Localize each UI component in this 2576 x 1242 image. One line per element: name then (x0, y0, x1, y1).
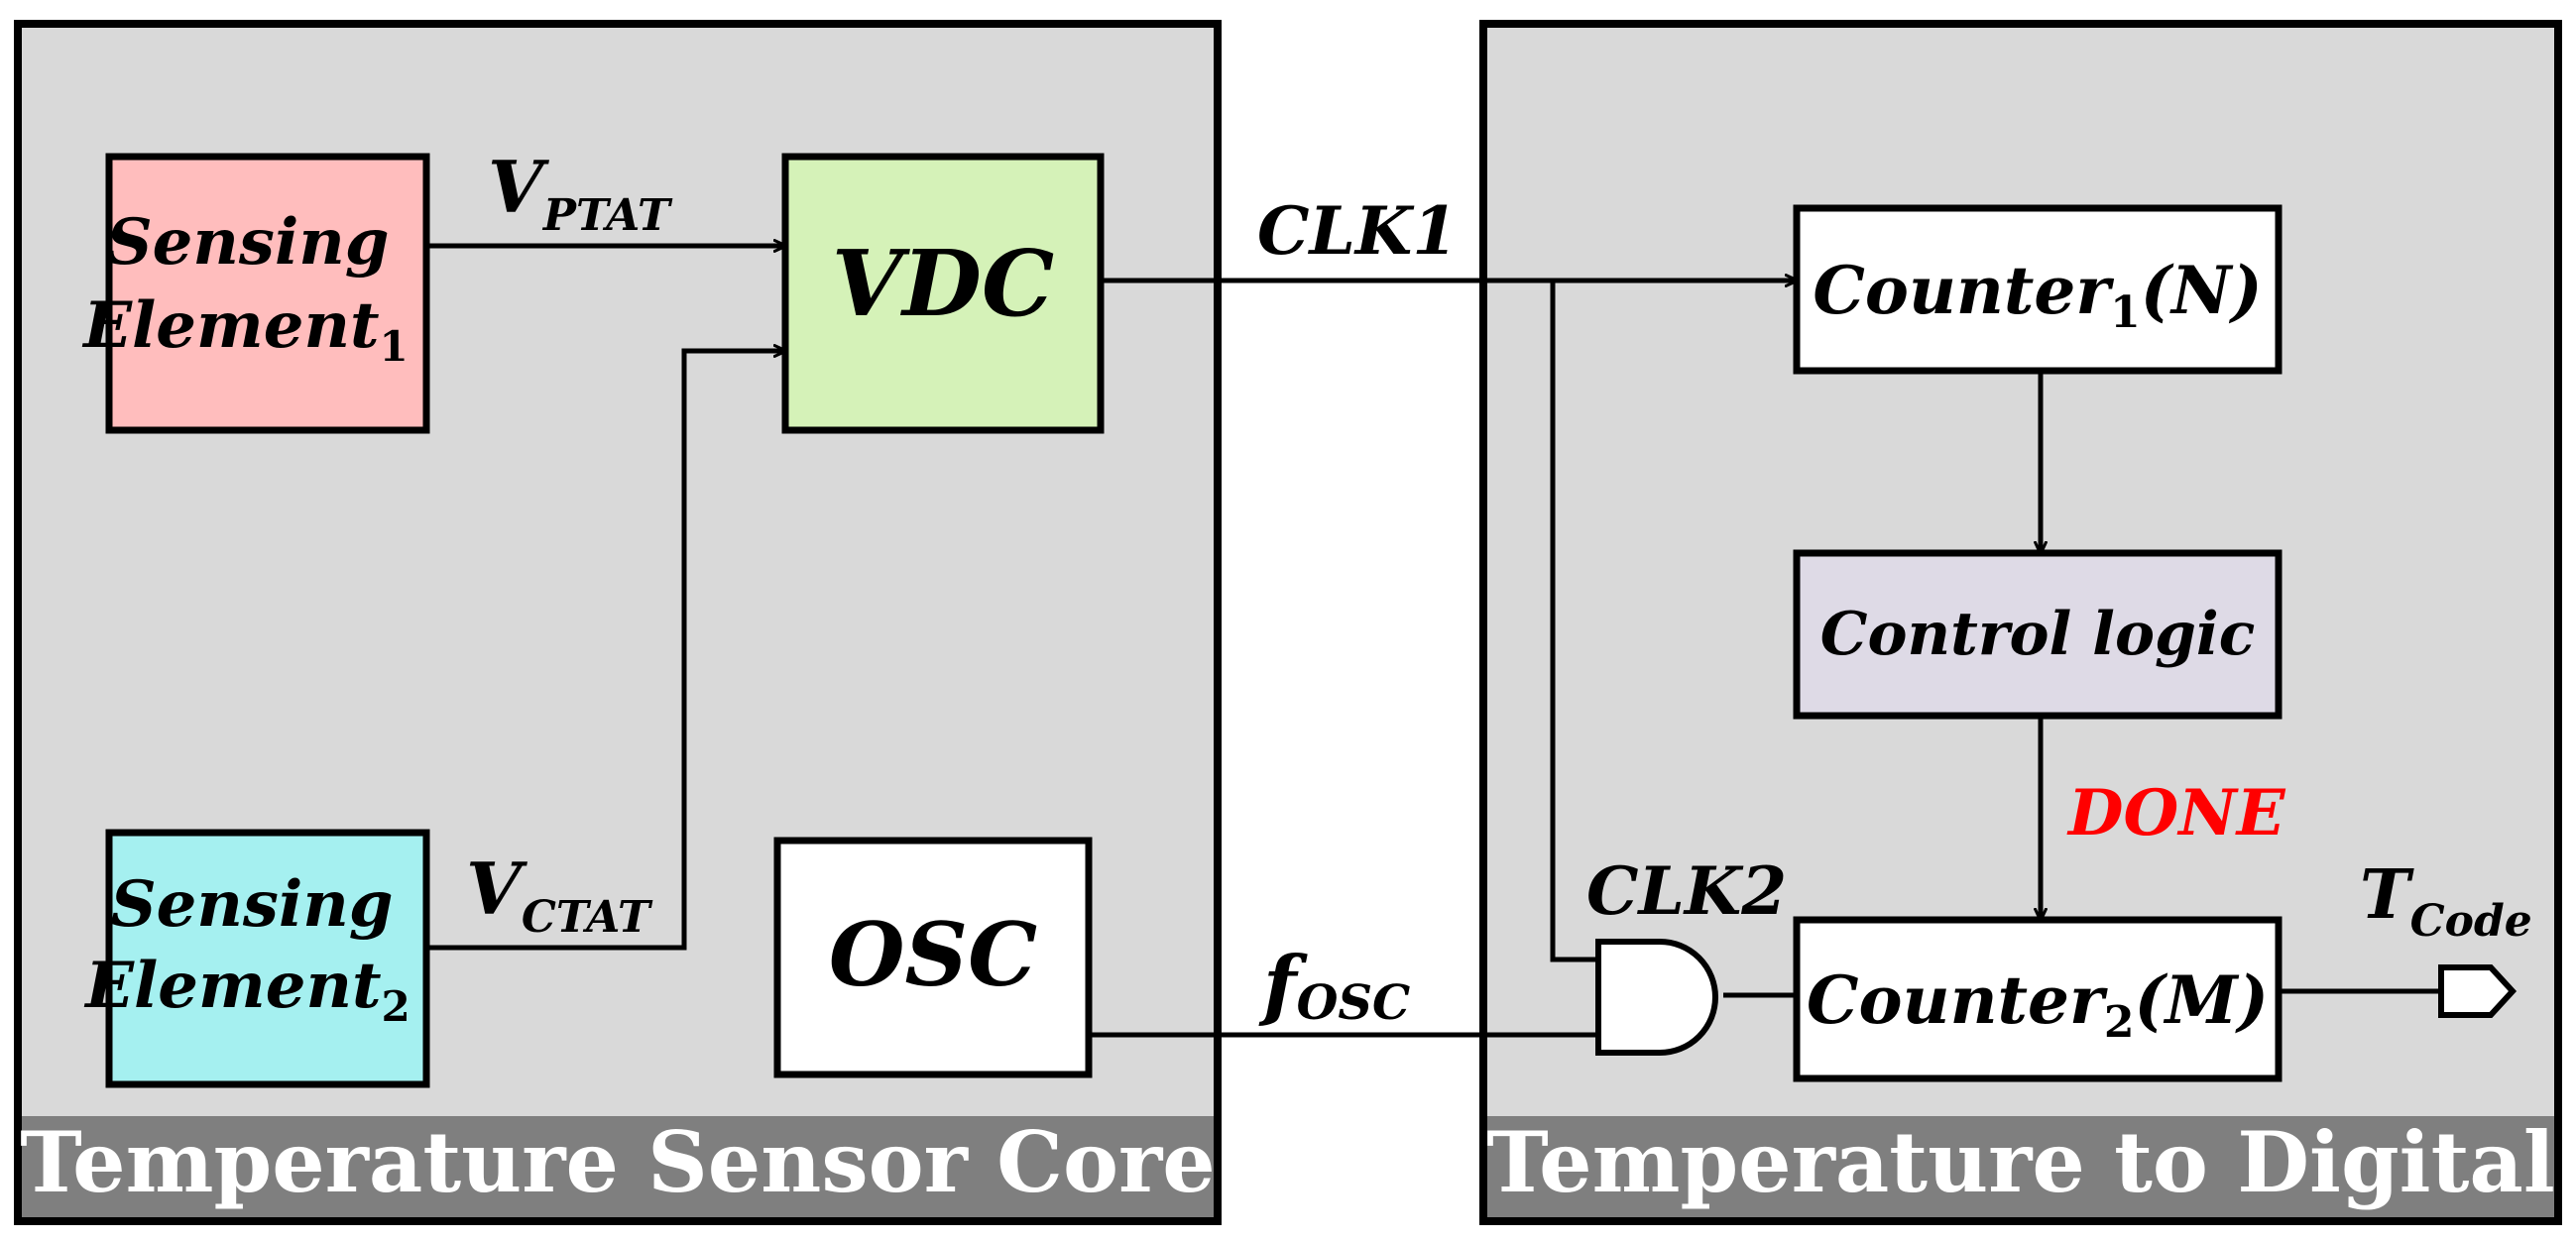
sensing-element-2-box (105, 829, 430, 1088)
vdc-box (781, 153, 1105, 434)
svg-text:Counter1(N): Counter1(N) (1813, 252, 2262, 338)
control-logic-block: Control logic (1793, 549, 2283, 720)
counter-1-subscript: 1 (2110, 287, 2141, 338)
sensing-element-1-block: Sensing Element1 (81, 153, 430, 434)
sensing-element-1-box (105, 153, 430, 434)
svg-text:Counter2(M): Counter2(M) (1807, 961, 2269, 1048)
svg-text:Element2: Element2 (83, 949, 410, 1031)
clk2-label: CLK2 (1586, 852, 1787, 930)
wires (426, 246, 2441, 1038)
left-panel-footer (22, 1116, 1214, 1217)
counter-2-arg: (M) (2134, 961, 2269, 1039)
vptat-base: V (488, 145, 549, 229)
vctat-base: V (466, 847, 527, 931)
counter-2-base: Counter (1807, 961, 2108, 1039)
vptat-subscript: PTAT (541, 190, 673, 241)
sensing-element-2-subscript: 2 (382, 982, 410, 1031)
control-logic-box (1793, 549, 2283, 720)
counter-1-block: Counter1(N) (1793, 204, 2283, 375)
left-panel-title: Temperature Sensor Core (20, 1113, 1215, 1211)
vdc-label: VDC (832, 230, 1054, 337)
sensing-element-2-block: Sensing Element2 (83, 829, 430, 1088)
counter-1-box (1793, 204, 2283, 375)
control-logic-label: Control logic (1820, 600, 2256, 669)
vctat-subscript: CTAT (522, 892, 653, 943)
counter-2-box (1793, 916, 2283, 1082)
svg-text:VPTAT: VPTAT (488, 145, 673, 241)
sensing-element-2-line2: Element (83, 949, 381, 1023)
right-panel-title: Temperature to Digital (1486, 1113, 2554, 1211)
sensing-element-1-line2: Element (81, 288, 379, 363)
tcode-subscript: Code (2410, 896, 2532, 947)
osc-label: OSC (829, 903, 1037, 1006)
vctat-wire (426, 351, 785, 951)
done-label: DONE (2066, 776, 2286, 850)
counter-1-arg: (N) (2141, 252, 2263, 329)
svg-text:Sensing: Sensing (106, 205, 389, 280)
svg-text:VCTAT: VCTAT (466, 847, 653, 943)
svg-text:Element1: Element1 (81, 288, 409, 371)
svg-text:Sensing: Sensing (110, 867, 393, 942)
osc-box (773, 837, 1093, 1078)
svg-text:fOSC: fOSC (1258, 940, 1410, 1031)
right-panel-footer (1487, 1116, 2554, 1217)
clk2-wire (1550, 281, 1598, 962)
and-gate (1595, 939, 1718, 1056)
vdc-block: VDC (781, 153, 1105, 434)
sensing-element-2-line1: Sensing (110, 867, 393, 942)
svg-text:TCode: TCode (2360, 855, 2532, 947)
tcode-base: T (2360, 855, 2414, 935)
clk1-label: CLK1 (1257, 192, 1458, 270)
sensing-element-1-subscript: 1 (380, 322, 409, 371)
osc-block: OSC (773, 837, 1093, 1078)
fosc-subscript: OSC (1297, 975, 1411, 1031)
tcode-output-port (2438, 964, 2517, 1018)
counter-2-subscript: 2 (2104, 997, 2135, 1048)
sensing-element-1-line1: Sensing (106, 205, 389, 280)
counter-1-base: Counter (1813, 252, 2114, 329)
counter-2-block: Counter2(M) (1793, 916, 2283, 1082)
